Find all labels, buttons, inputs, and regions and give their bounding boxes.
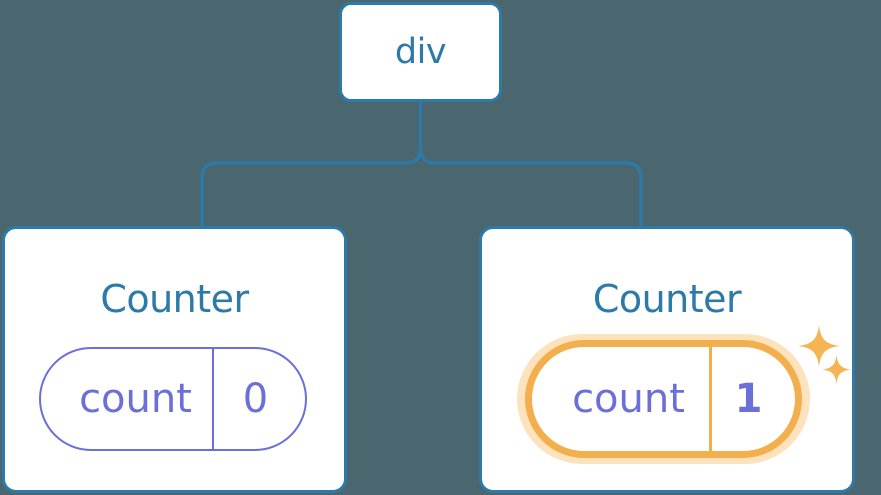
state-pill-right-key: count: [532, 347, 712, 451]
state-pill-right-value: 1: [734, 376, 763, 422]
sparkle-icon-small: [822, 355, 851, 384]
state-pill-right[interactable]: count 1: [525, 340, 802, 458]
counter-right-title: Counter: [592, 277, 742, 321]
counter-left-title: Counter: [100, 277, 249, 321]
sparkle-icon-large: [798, 325, 840, 367]
state-pill-left[interactable]: count 0: [39, 347, 307, 451]
tree-node-div-label: div: [394, 32, 447, 72]
state-pill-left-value: 0: [242, 376, 269, 422]
tree-node-div[interactable]: div: [339, 2, 502, 102]
state-pill-left-key: count: [41, 349, 214, 449]
